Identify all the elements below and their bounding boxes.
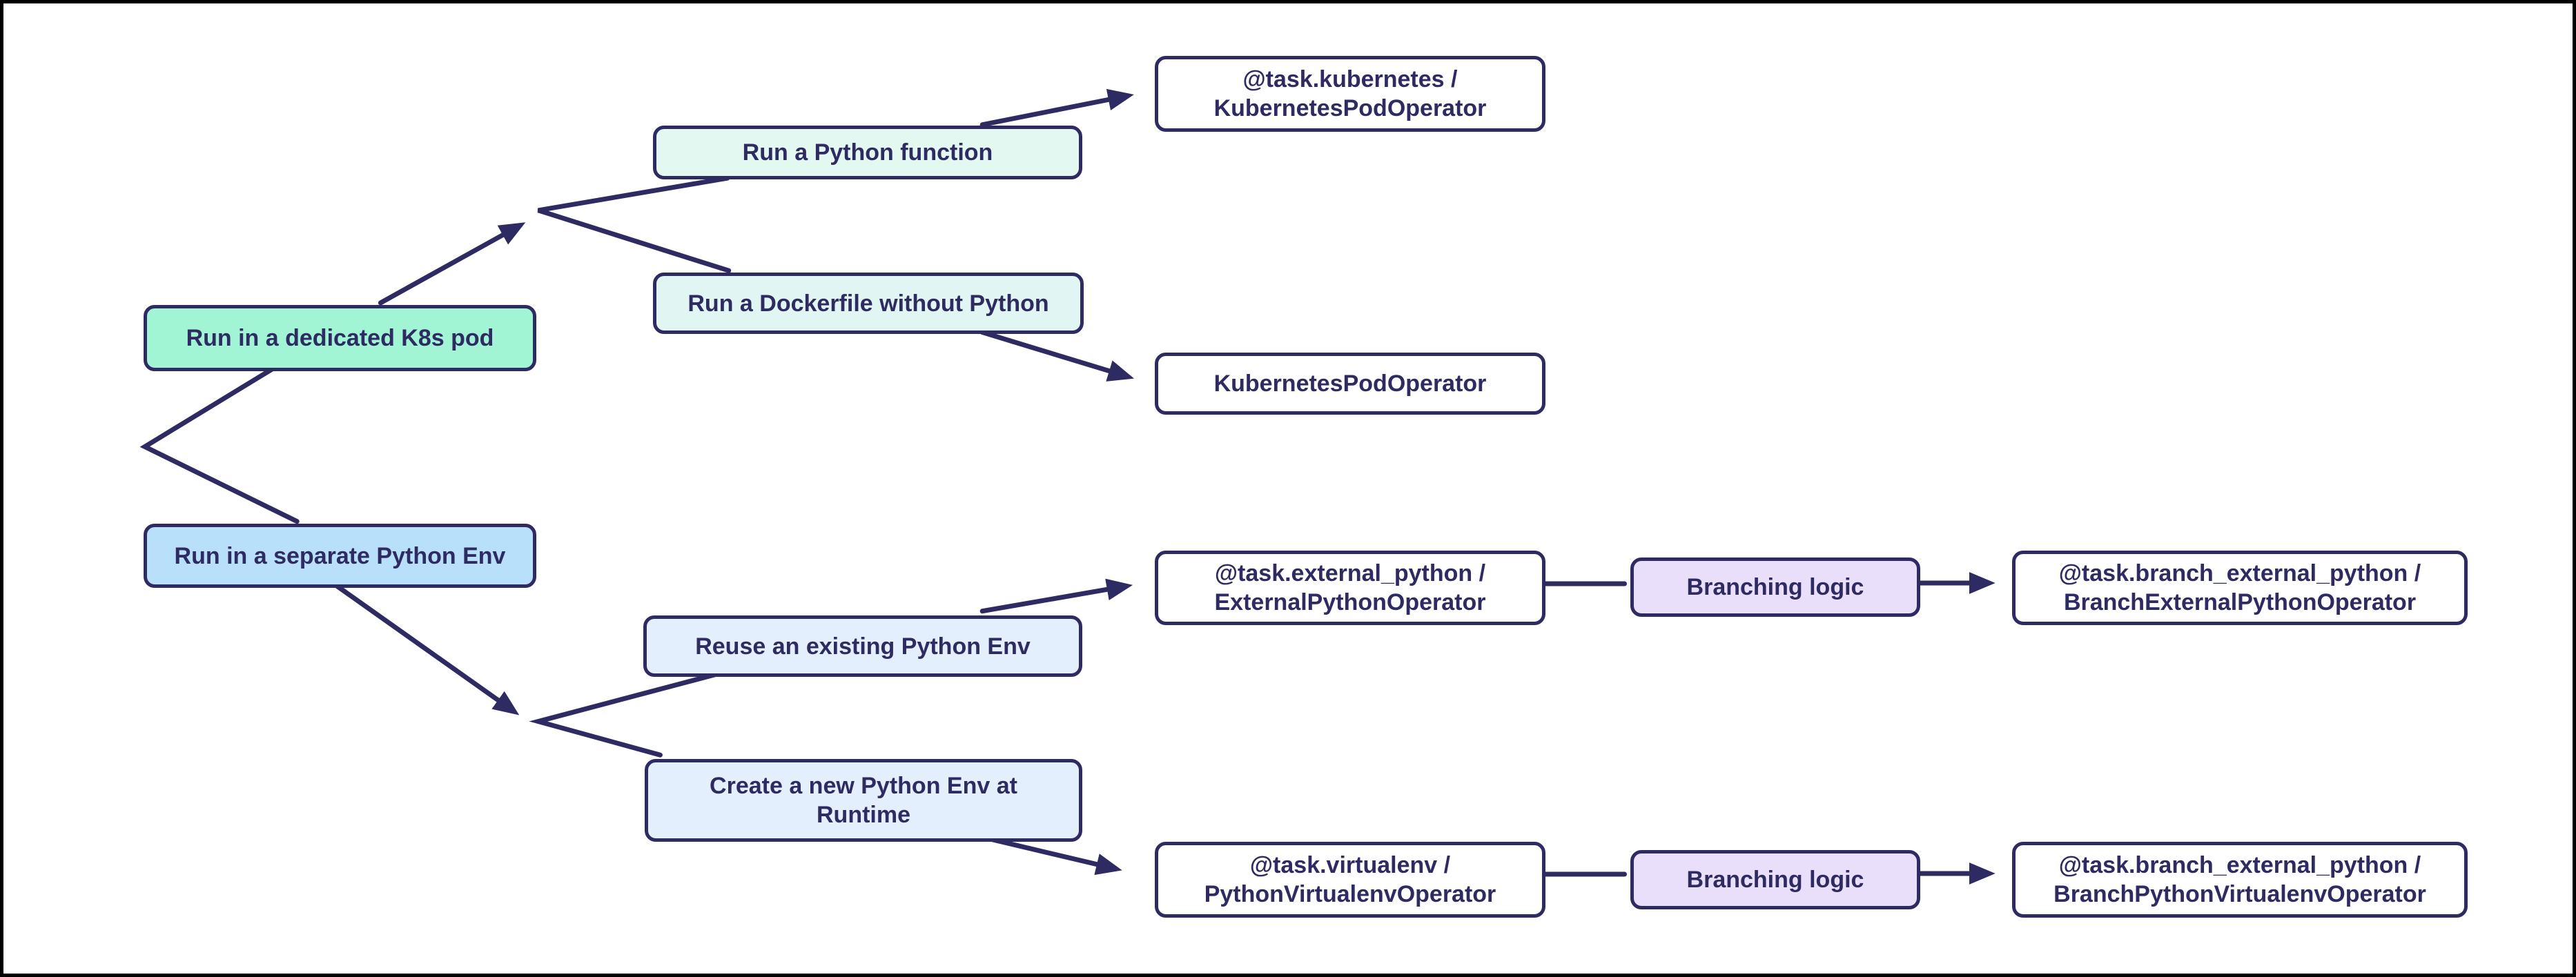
edge-k8s-pod-to-fork1	[378, 222, 526, 306]
node-label: Reuse an existing Python Env	[695, 633, 1031, 660]
edge-create-env-to-task-virtualenv	[979, 834, 1122, 876]
node-label-line1: @task.branch_external_python /	[2058, 560, 2421, 586]
node-label: KubernetesPodOperator	[1213, 371, 1487, 397]
edge-root-fork	[139, 366, 300, 524]
edge-separate-env-to-fork2	[332, 582, 520, 716]
node-create-new-python-env-at-runtime: Create a new Python Env at Runtime	[645, 759, 1082, 842]
node-reuse-existing-python-env: Reuse an existing Python Env	[643, 615, 1082, 677]
node-run-a-python-function: Run a Python function	[653, 126, 1082, 179]
node-label: Branching logic	[1686, 867, 1864, 893]
node-kubernetes-pod-operator: KubernetesPodOperator	[1155, 353, 1545, 415]
node-label: Run a Python function	[742, 139, 993, 166]
node-label-line2: KubernetesPodOperator	[1213, 95, 1487, 121]
node-branching-logic-top: Branching logic	[1630, 557, 1920, 617]
node-label: Branching logic	[1686, 574, 1864, 600]
node-run-in-separate-python-env: Run in a separate Python Env	[144, 524, 536, 588]
node-task-virtualenv-operator: @task.virtualenv / PythonVirtualenvOpera…	[1155, 842, 1545, 918]
node-label-line1: Create a new Python Env at	[710, 773, 1017, 799]
node-label: Run a Dockerfile without Python	[687, 290, 1049, 317]
edge-fork2-to-children	[529, 670, 725, 758]
node-task-kubernetes-operator: @task.kubernetes / KubernetesPodOperator	[1155, 56, 1545, 132]
edge-fork1-to-children	[537, 175, 732, 273]
edge-dockerfile-to-kubernetespodoperator	[979, 330, 1135, 382]
connector-layer	[139, 88, 1996, 885]
node-label-line2: PythonVirtualenvOperator	[1204, 881, 1496, 907]
node-label-line1: @task.external_python /	[1214, 560, 1486, 586]
edge-reuse-env-to-task-external-python	[979, 578, 1133, 614]
node-label-line2: Runtime	[817, 802, 910, 828]
node-label-line2: ExternalPythonOperator	[1214, 589, 1486, 615]
node-label: Run in a separate Python Env	[174, 542, 506, 569]
node-branch-python-virtualenv-operator: @task.branch_external_python / BranchPyt…	[2012, 842, 2468, 918]
node-label-line1: @task.branch_external_python /	[2058, 852, 2421, 878]
node-label-line1: @task.kubernetes /	[1242, 66, 1458, 92]
node-task-external-python-operator: @task.external_python / ExternalPythonOp…	[1155, 551, 1545, 625]
node-label: Run in a dedicated K8s pod	[186, 325, 494, 351]
node-branching-logic-bottom: Branching logic	[1630, 850, 1920, 909]
node-label-line1: @task.virtualenv /	[1249, 852, 1451, 878]
node-label-line2: BranchPythonVirtualenvOperator	[2053, 881, 2426, 907]
node-label-line2: BranchExternalPythonOperator	[2063, 589, 2417, 615]
node-branch-external-python-operator: @task.branch_external_python / BranchExt…	[2012, 551, 2468, 625]
node-run-a-dockerfile-without-python: Run a Dockerfile without Python	[653, 273, 1084, 334]
node-run-in-dedicated-k8s-pod: Run in a dedicated K8s pod	[144, 305, 536, 371]
edge-python-function-to-task-kubernetes	[979, 88, 1134, 128]
